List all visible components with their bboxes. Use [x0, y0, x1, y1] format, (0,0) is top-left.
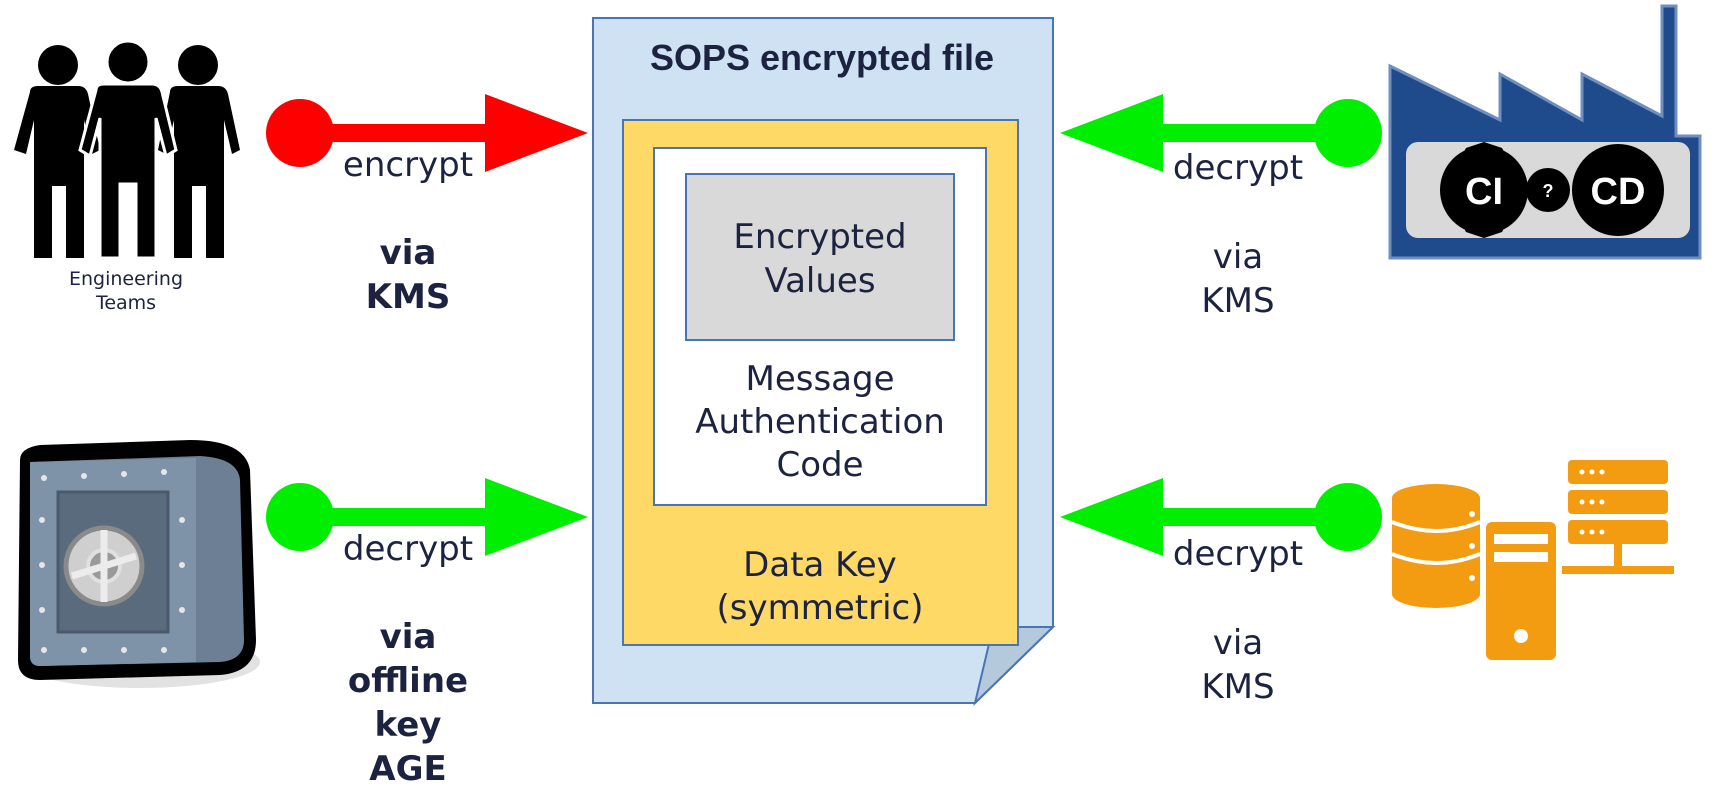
- via-line: KMS: [366, 277, 451, 317]
- vault-safe-icon: [18, 440, 260, 688]
- people-group-icon: [14, 39, 240, 260]
- via-line: offline: [348, 661, 468, 701]
- encrypted-values-line2: Values: [764, 261, 875, 301]
- via-line: KMS: [1201, 667, 1274, 707]
- file-title: SOPS encrypted file: [650, 37, 994, 78]
- encrypt-action-label: encrypt: [343, 145, 473, 185]
- cicd-action-label: decrypt: [1173, 148, 1303, 188]
- encrypt-arrow: [266, 94, 588, 172]
- ci-cd-link-badge: ?: [1543, 181, 1554, 201]
- database-servers-icon: [1391, 460, 1674, 660]
- safe-decrypt-arrow: [266, 478, 588, 556]
- via-line: via: [380, 617, 437, 657]
- safe-action-label: decrypt: [343, 529, 473, 569]
- engineering-caption-line1: Engineering: [69, 268, 183, 290]
- via-line: via: [1213, 623, 1263, 663]
- engineering-via: via KMS: [366, 233, 451, 317]
- factory-ci-cd-icon: CI ? CD: [1388, 4, 1702, 260]
- mac-label-line3: Code: [776, 445, 863, 485]
- mac-label-line1: Message: [745, 359, 894, 399]
- via-line: via: [1213, 237, 1263, 277]
- servers-decrypt-arrow: [1060, 478, 1382, 556]
- via-line: AGE: [369, 749, 446, 789]
- via-line: key: [375, 705, 442, 745]
- cd-badge: CD: [1591, 171, 1646, 213]
- safe-via: via offline key AGE: [348, 617, 468, 789]
- mac-label-line2: Authentication: [695, 402, 945, 442]
- encrypted-values-box: Encrypted Values: [685, 173, 955, 341]
- via-line: KMS: [1201, 281, 1274, 321]
- servers-via: via KMS: [1201, 623, 1274, 707]
- cicd-via: via KMS: [1201, 237, 1274, 321]
- data-key-label-line1: Data Key: [743, 545, 897, 585]
- via-line: via: [380, 233, 437, 273]
- cicd-decrypt-arrow: [1060, 94, 1382, 172]
- ci-badge: CI: [1465, 171, 1503, 213]
- data-key-label-line2: (symmetric): [717, 588, 924, 628]
- engineering-caption-line2: Teams: [95, 292, 156, 314]
- encrypted-values-line1: Encrypted: [733, 217, 906, 257]
- servers-action-label: decrypt: [1173, 534, 1303, 574]
